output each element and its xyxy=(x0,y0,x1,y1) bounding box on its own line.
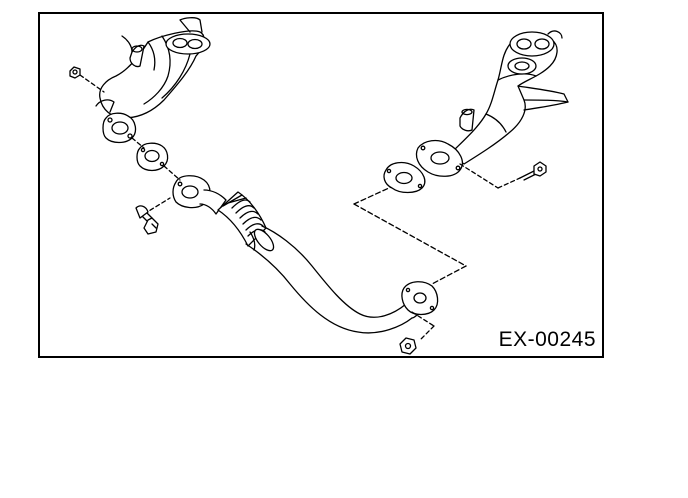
right-manifold-flange xyxy=(415,139,463,177)
left-manifold-flange xyxy=(102,112,137,144)
front-pipe-outlet-flange xyxy=(401,281,439,316)
bolt-icon xyxy=(135,197,171,235)
front-exhaust-pipe-icon xyxy=(199,189,421,334)
gasket-icon xyxy=(383,161,426,194)
figure-frame: EX-00245 xyxy=(38,12,604,358)
nut-icon xyxy=(399,311,435,355)
gasket-icon xyxy=(136,142,169,172)
exhaust-pipe-diagram xyxy=(69,17,569,355)
bolt-icon xyxy=(69,66,105,93)
figure-code: EX-00245 xyxy=(498,328,596,351)
bolt-icon xyxy=(459,161,547,189)
left-exhaust-manifold-icon xyxy=(95,17,211,119)
right-exhaust-manifold-icon xyxy=(449,30,569,165)
